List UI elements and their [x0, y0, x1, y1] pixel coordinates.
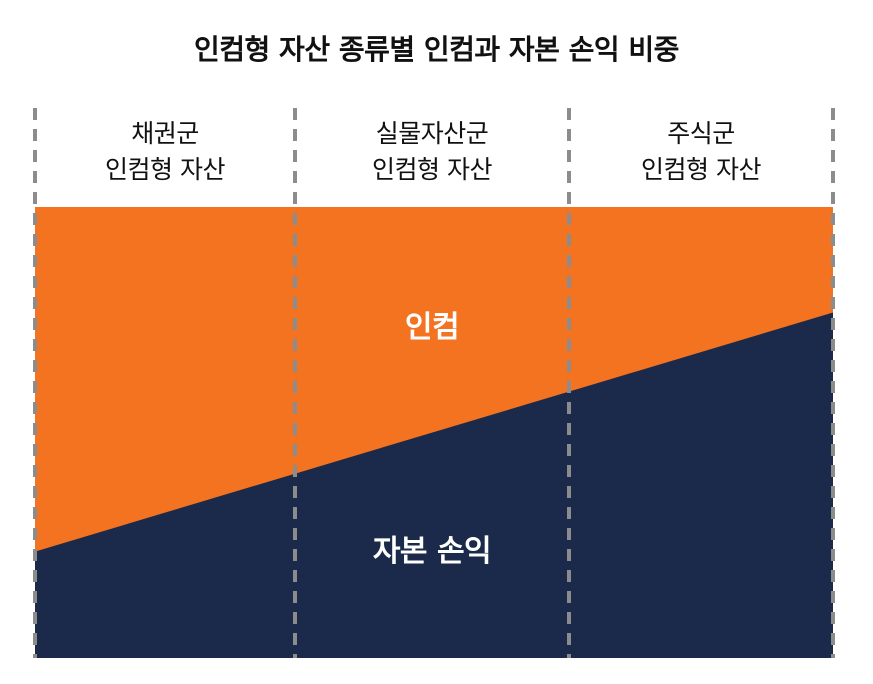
- capital-label: 자본 손익: [372, 534, 492, 569]
- capital-area: [35, 312, 833, 658]
- column-label-line1: 채권군: [131, 119, 199, 148]
- column-label-real-asset: 실물자산군 인컴형 자산: [295, 116, 569, 188]
- income-label: 인컴: [404, 310, 460, 345]
- column-label-line2: 인컴형 자산: [641, 155, 761, 184]
- diagram-title: 인컴형 자산 종류별 인컴과 자본 손익 비중: [194, 33, 679, 66]
- column-label-line2: 인컴형 자산: [372, 155, 492, 184]
- column-label-bond: 채권군 인컴형 자산: [35, 116, 295, 188]
- column-label-line2: 인컴형 자산: [105, 155, 225, 184]
- column-label-equity: 주식군 인컴형 자산: [569, 116, 833, 188]
- column-label-line1: 주식군: [667, 119, 735, 148]
- column-label-line1: 실물자산군: [375, 119, 489, 148]
